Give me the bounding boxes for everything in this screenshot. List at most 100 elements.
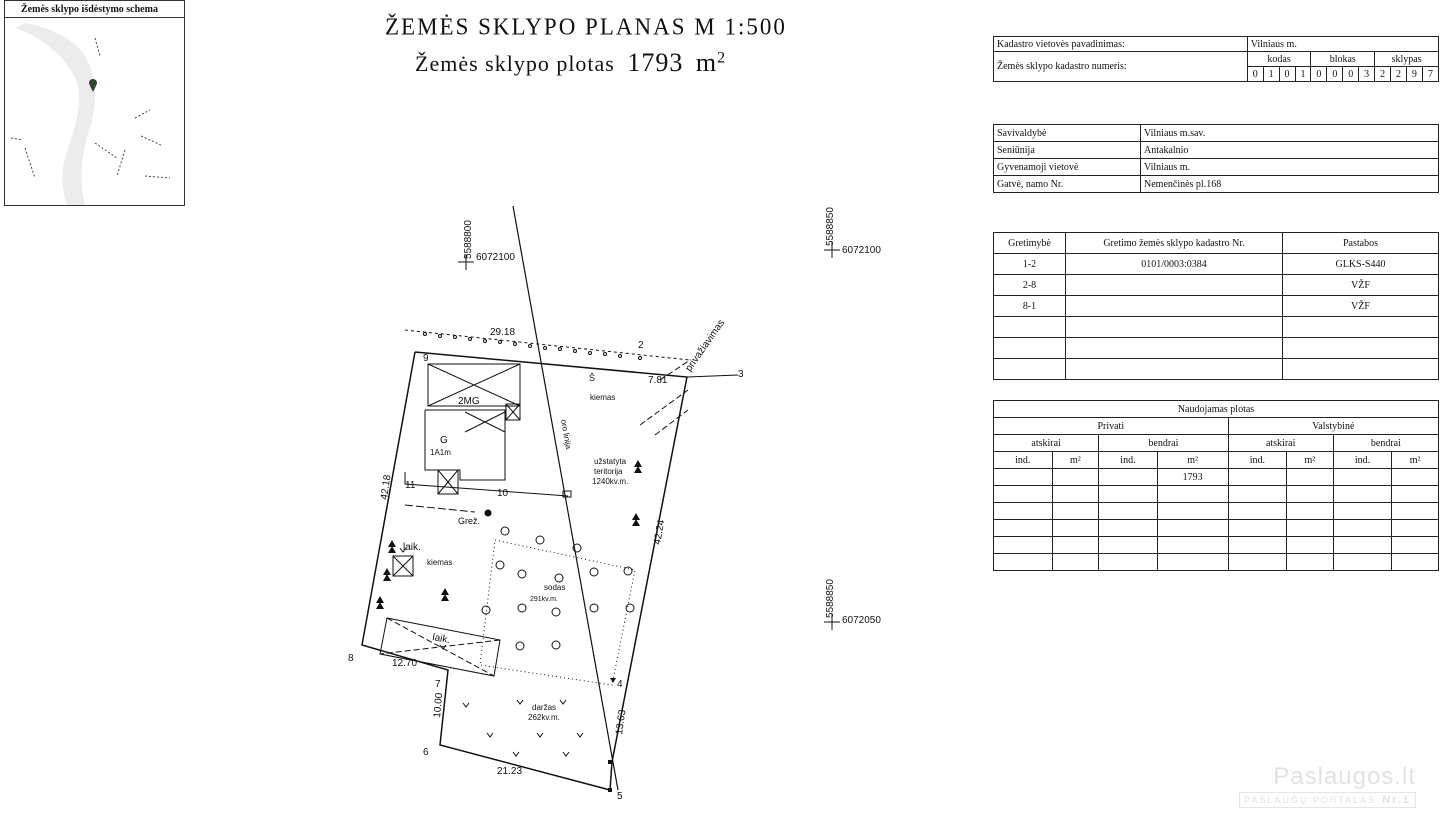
area-unit: m [695, 48, 718, 77]
cadastre-digit: 0 [1310, 66, 1328, 82]
ind-header: ind. [1098, 451, 1158, 469]
label-sodas-1: sodas [544, 583, 565, 592]
empty-cell [1051, 468, 1100, 486]
coord-marker-bottom-right: 5588850 6072050 [824, 579, 881, 630]
label-laik-2: laik. [431, 632, 450, 646]
label-uzstatyta-2: teritorija [594, 467, 623, 476]
empty-cell [1286, 519, 1334, 537]
point-2: 2 [638, 340, 644, 351]
empty-cell [993, 502, 1053, 520]
parcel-plan: 5588800 6072100 5588850 6072100 5588850 … [348, 205, 881, 802]
watermark-nr: Nr.1 [1382, 794, 1411, 806]
empty-cell [1282, 337, 1439, 359]
label-darzas-1: daržas [532, 703, 556, 712]
empty-cell [1051, 536, 1100, 554]
empty-cell [1286, 485, 1334, 503]
dim-right-low: 13.63 [614, 709, 628, 736]
coord-tl-vert: 5588800 [463, 220, 474, 259]
private-header: Privati [993, 417, 1229, 435]
driveway-lines [639, 359, 691, 436]
fence-dots [423, 332, 642, 360]
point-markers [608, 678, 616, 792]
empty-cell [1282, 358, 1439, 380]
empty-cell [1227, 553, 1288, 571]
coord-tl-horiz: 6072100 [476, 252, 515, 263]
empty-cell [1227, 536, 1288, 554]
empty-cell [1227, 485, 1288, 503]
empty-cell [1286, 536, 1334, 554]
ind-header: ind. [1332, 451, 1393, 469]
label-kiemas-top: kiemas [590, 393, 615, 402]
m2-header: m² [1391, 451, 1439, 469]
empty-cell [1065, 337, 1283, 359]
building-g [424, 409, 506, 495]
state-header: Valstybinė [1227, 417, 1440, 435]
parcel-boundary [361, 351, 688, 791]
label-s: Š [589, 373, 595, 383]
inner-fence-11-10 [404, 472, 569, 497]
empty-cell [993, 468, 1053, 486]
coord-marker-top-left: 5588800 6072100 [458, 220, 515, 270]
empty-cell [993, 316, 1066, 338]
cadastre-digit: 0 [1278, 66, 1296, 82]
sklypas-header: sklypas [1374, 51, 1439, 67]
label-uzstatyta-3: 1240kv.m. [592, 477, 628, 486]
garden-area [479, 539, 636, 686]
coord-br-vert: 5588850 [825, 579, 836, 618]
m2-header: m² [1286, 451, 1334, 469]
coord-br-horiz: 6072050 [842, 615, 881, 626]
point-3: 3 [738, 369, 744, 380]
cadastre-digit: 1 [1294, 66, 1312, 82]
m2-header: m² [1156, 451, 1229, 469]
area-value: 1793 [627, 48, 684, 77]
address-value: Vilniaus m.sav. [1140, 124, 1439, 142]
cadastre-digit: 3 [1358, 66, 1376, 82]
empty-cell [1391, 502, 1439, 520]
label-1a1m: 1A1m [430, 448, 451, 457]
used-area-value: 1793 [1156, 468, 1229, 486]
empty-cell [1391, 468, 1439, 486]
cadastre-number-label: Žemės sklypo kadastro numeris: [993, 51, 1248, 82]
empty-cell [1332, 485, 1393, 503]
empty-cell [1156, 485, 1229, 503]
empty-cell [1286, 468, 1334, 486]
cadastre-digit: 9 [1405, 66, 1423, 82]
dim-top: 29.18 [490, 327, 515, 338]
empty-cell [1098, 485, 1158, 503]
point-7: 7 [435, 679, 441, 690]
plan-area-line: Žemės sklypo plotas 1793 m2 [415, 48, 726, 78]
dim-bottom: 21.23 [497, 766, 522, 777]
label-sodas-2: 291kv.m. [530, 596, 558, 603]
cadastre-location-label: Kadastro vietovės pavadinimas: [993, 36, 1248, 52]
cadastre-digit: 7 [1421, 66, 1440, 82]
empty-cell [1332, 553, 1393, 571]
blokas-header: blokas [1310, 51, 1376, 67]
address-value: Vilniaus m. [1140, 158, 1439, 176]
address-label: Savivaldybė [993, 124, 1141, 142]
empty-cell [1051, 553, 1100, 571]
empty-cell [1051, 519, 1100, 537]
neighbors-header: Gretimybė [993, 232, 1066, 254]
label-privaziavimas: privažiavimas [683, 318, 727, 374]
label-oro-linija: oro linija [559, 419, 573, 450]
used-area-title: Naudojamas plotas [993, 400, 1439, 418]
jointly-header: bendrai [1332, 434, 1440, 452]
empty-cell [1282, 316, 1439, 338]
ind-header: ind. [1227, 451, 1288, 469]
label-2mg: 2MG [458, 396, 480, 407]
overhead-line [512, 205, 619, 791]
label-laik-1: laik. [403, 542, 421, 553]
inner-fence-2 [404, 504, 476, 513]
separately-header: atskirai [1227, 434, 1334, 452]
empty-cell [1156, 502, 1229, 520]
vegetable-marks [399, 547, 584, 757]
well-icon [484, 509, 492, 517]
building-2mg [427, 363, 521, 421]
label-g: G [440, 435, 448, 446]
empty-cell [1156, 519, 1229, 537]
point-5: 5 [617, 791, 623, 802]
empty-cell [1156, 553, 1229, 571]
label-kiemas-mid: kiemas [427, 558, 452, 567]
